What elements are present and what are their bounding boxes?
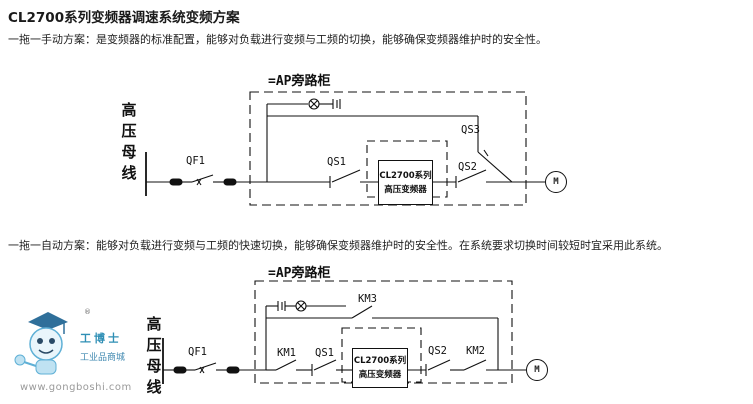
vfd1-type: 高压变频器 xyxy=(384,184,427,195)
vfd2-type: 高压变频器 xyxy=(358,370,402,380)
logo-tagline: 工业品商城 xyxy=(80,353,126,363)
registered-mark: ® xyxy=(84,308,91,316)
qf1-label: QF1 xyxy=(186,155,205,167)
bus2-label: 高压母线 xyxy=(146,315,162,396)
qs1b-label: QS1 xyxy=(315,347,334,359)
motor2: M xyxy=(526,359,548,381)
cabinet2-boundary xyxy=(254,280,513,384)
scheme1-description: 一拖一手动方案：是变频器的标准配置，能够对负载进行变频与工频的切换，能够确保变频… xyxy=(8,33,547,46)
qs1b-switch xyxy=(313,359,337,371)
qs3-label: QS3 xyxy=(461,124,480,136)
scheme2-description: 一拖一自动方案：能够对负载进行变频与工频的快速切换，能够确保变频器维护时的安全性… xyxy=(8,239,668,252)
vfd1-model: CL2700系列 xyxy=(379,170,432,181)
logo-site: www.gongboshi.com xyxy=(20,382,132,393)
qs2-switch xyxy=(457,169,487,183)
logo-brand: 工博士 xyxy=(80,332,122,345)
cabinet1-label: =AP旁路柜 xyxy=(268,74,331,89)
fuse1-right xyxy=(223,178,237,186)
fuse1-left xyxy=(169,178,183,186)
qs1-label: QS1 xyxy=(327,156,346,168)
qs1-switch xyxy=(331,169,361,183)
qs2b-switch xyxy=(427,359,451,371)
vfd1-box: CL2700系列 高压变频器 xyxy=(378,160,433,205)
vfd2-model: CL2700系列 xyxy=(353,356,407,366)
km3-label: KM3 xyxy=(358,293,377,305)
cabinet2-label: =AP旁路柜 xyxy=(268,266,331,281)
motor1: M xyxy=(545,171,567,193)
mascot-icon xyxy=(14,312,68,375)
fuse2-left xyxy=(173,366,187,374)
km1-label: KM1 xyxy=(277,347,296,359)
km2-label: KM2 xyxy=(466,345,485,357)
fuse2-right xyxy=(226,366,240,374)
watermark-logo: ® 工博士 工业品商城 www.gongboshi.com xyxy=(14,308,154,398)
qs2b-label: QS2 xyxy=(428,345,447,357)
qs3-switch xyxy=(477,151,513,183)
qf1-switch xyxy=(191,174,214,183)
page-title: CL2700系列变频器调速系统变频方案 xyxy=(8,10,240,26)
qf1b-switch xyxy=(194,362,217,371)
vfd2-box: CL2700系列 高压变频器 xyxy=(352,348,408,388)
qs2-label: QS2 xyxy=(458,161,477,173)
km1-switch xyxy=(275,359,297,371)
qf1b-label: QF1 xyxy=(188,346,207,358)
km2-switch xyxy=(463,359,487,371)
km3-switch xyxy=(351,305,373,319)
cabinet1-boundary xyxy=(249,91,527,206)
bus1-label: 高压母线 xyxy=(121,101,137,182)
